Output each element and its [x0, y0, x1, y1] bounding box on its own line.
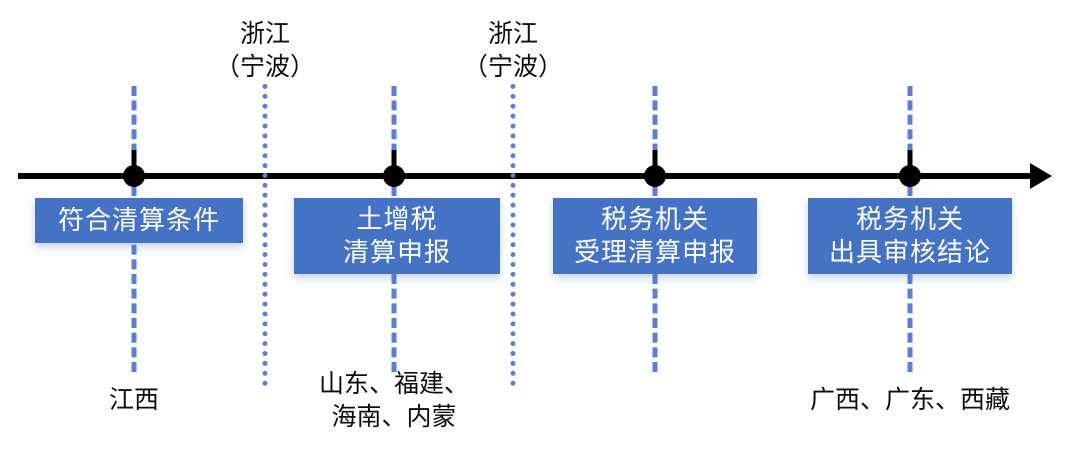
timeline-axis-line: [18, 173, 1038, 179]
divider-label-line-2: （宁波）: [462, 54, 564, 81]
bottom-label-2: 山东、福建、 海南、内蒙: [319, 368, 469, 434]
milestone-box-1-line-1: 符合清算条件: [57, 205, 220, 235]
milestone-dot-1: [123, 165, 145, 187]
milestone-dash-below-4: [907, 186, 913, 372]
bottom-label-2-line-2: 海南、内蒙: [331, 404, 457, 431]
province-divider-line-1: [262, 84, 268, 386]
bottom-label-3: 广西、广东、西藏: [810, 384, 1010, 417]
milestone-dash-below-1: [131, 186, 137, 372]
milestone-dash-above-2: [391, 86, 397, 168]
milestone-box-2-line-1: 土增税: [356, 204, 438, 234]
divider-label-line-1: 浙江: [487, 21, 539, 48]
milestone-box-2-line-2: 清算申报: [342, 238, 451, 267]
bottom-label-2-line-1: 山东、福建、: [318, 371, 470, 398]
milestone-dash-below-2: [391, 186, 397, 372]
bottom-label-1: 江西: [109, 384, 159, 417]
milestone-box-4-line-1: 税务机关: [855, 204, 964, 234]
bottom-label-1-line-1: 江西: [108, 387, 160, 414]
milestone-dash-above-4: [907, 86, 913, 168]
milestone-box-3-line-1: 税务机关: [600, 204, 709, 234]
milestone-stem-2: [391, 150, 397, 176]
milestone-stem-4: [907, 150, 913, 176]
milestone-box-1[interactable]: 符合清算条件: [35, 198, 243, 243]
province-divider-label-1: 浙江 （宁波）: [215, 18, 315, 84]
milestone-box-3-line-2: 受理清算申报: [573, 238, 736, 267]
timeline-arrow-icon: [1030, 163, 1052, 189]
bottom-label-3-line-1: 广西、广东、西藏: [809, 387, 1011, 414]
milestone-dash-above-3: [652, 86, 658, 168]
divider-label-line-1: 浙江: [239, 21, 291, 48]
milestone-dot-2: [383, 165, 405, 187]
milestone-box-4[interactable]: 税务机关 出具审核结论: [808, 198, 1012, 274]
milestone-dot-4: [899, 165, 921, 187]
milestone-dot-3: [644, 165, 666, 187]
province-divider-line-2: [510, 84, 516, 386]
milestone-stem-3: [652, 150, 658, 176]
milestone-box-3[interactable]: 税务机关 受理清算申报: [553, 198, 757, 274]
milestone-stem-1: [131, 150, 137, 176]
milestone-box-4-line-2: 出具审核结论: [828, 238, 991, 267]
milestone-box-2[interactable]: 土增税 清算申报: [294, 198, 500, 274]
province-divider-label-2: 浙江 （宁波）: [463, 18, 563, 84]
divider-label-line-2: （宁波）: [214, 54, 316, 81]
milestone-dash-above-1: [131, 86, 137, 168]
milestone-dash-below-3: [652, 186, 658, 372]
